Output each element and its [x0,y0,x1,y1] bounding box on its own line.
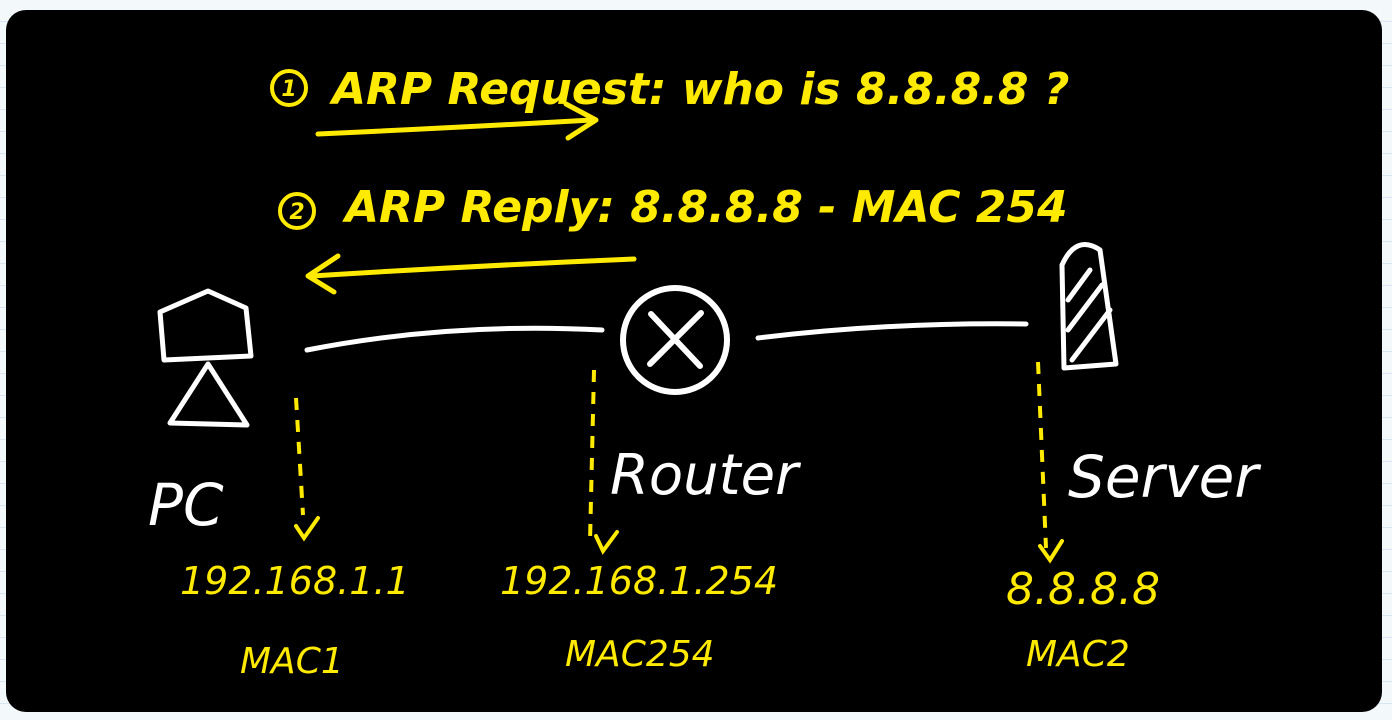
router-pointer-head [594,530,619,555]
router-node: Router 192.168.1.254 MAC254 [500,285,801,675]
pc-pointer-line [294,397,305,516]
request-arrow-head [563,101,599,141]
reply-arrow-head [305,253,341,295]
server-label: Server [1068,443,1261,511]
server-node: Server 8.8.8.8 MAC2 [1006,242,1261,675]
server-icon [1059,242,1119,371]
router-ip: 192.168.1.254 [500,559,778,603]
request-arrow-line [315,117,595,137]
arp-request-label: ARP Request: who is 8.8.8.8 ? [329,64,1069,115]
pc-mac: MAC1 [240,641,344,682]
server-mac: MAC2 [1026,634,1130,675]
computer-icon [157,288,254,428]
server-pointer-line [1036,361,1048,549]
step-2-number: 2 [289,200,304,225]
arp-request-message: 1 ARP Request: who is 8.8.8.8 ? [270,64,1069,141]
arp-reply-message: 2 ARP Reply: 8.8.8.8 - MAC 254 [278,182,1068,295]
step-1-circle [270,69,308,107]
step-1-number: 1 [281,77,296,102]
reply-arrow-line [309,256,637,279]
pc-node: PC 192.168.1.1 MAC1 [148,288,410,682]
pc-ip: 192.168.1.1 [180,559,410,603]
router-icon [620,285,730,395]
router-pointer-line [588,369,596,543]
step-2-circle [278,192,316,230]
router-mac: MAC254 [565,634,715,675]
link-pc-router [304,325,605,353]
link-router-server [755,321,1029,341]
server-ip: 8.8.8.8 [1006,564,1160,615]
arp-reply-label: ARP Reply: 8.8.8.8 - MAC 254 [342,182,1068,233]
pc-label: PC [148,471,224,539]
server-pointer-head [1038,539,1064,564]
pc-pointer-head [294,516,320,542]
router-label: Router [610,443,801,508]
